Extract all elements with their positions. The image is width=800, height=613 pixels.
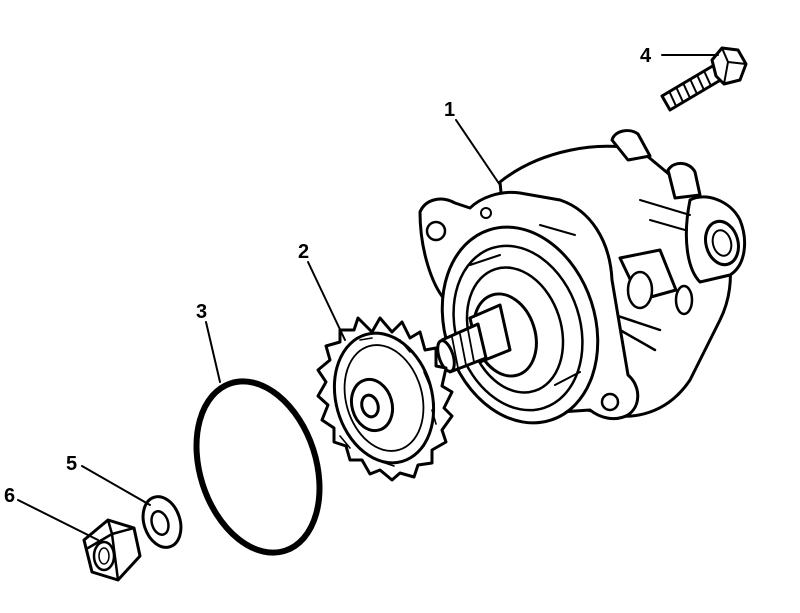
drive-gear <box>316 316 454 482</box>
callout-2: 2 <box>298 241 309 263</box>
nut <box>82 518 142 582</box>
callout-5: 5 <box>66 453 77 475</box>
callout-3: 3 <box>196 301 207 323</box>
washer <box>141 495 183 549</box>
bolt <box>660 46 748 112</box>
o-ring <box>193 378 323 556</box>
callout-6: 6 <box>4 485 15 507</box>
callout-labels: 1 2 3 4 5 6 <box>4 45 652 507</box>
callout-1: 1 <box>444 99 455 121</box>
leader-lines <box>17 54 719 541</box>
callout-4: 4 <box>640 45 652 67</box>
pump-housing <box>418 129 747 425</box>
